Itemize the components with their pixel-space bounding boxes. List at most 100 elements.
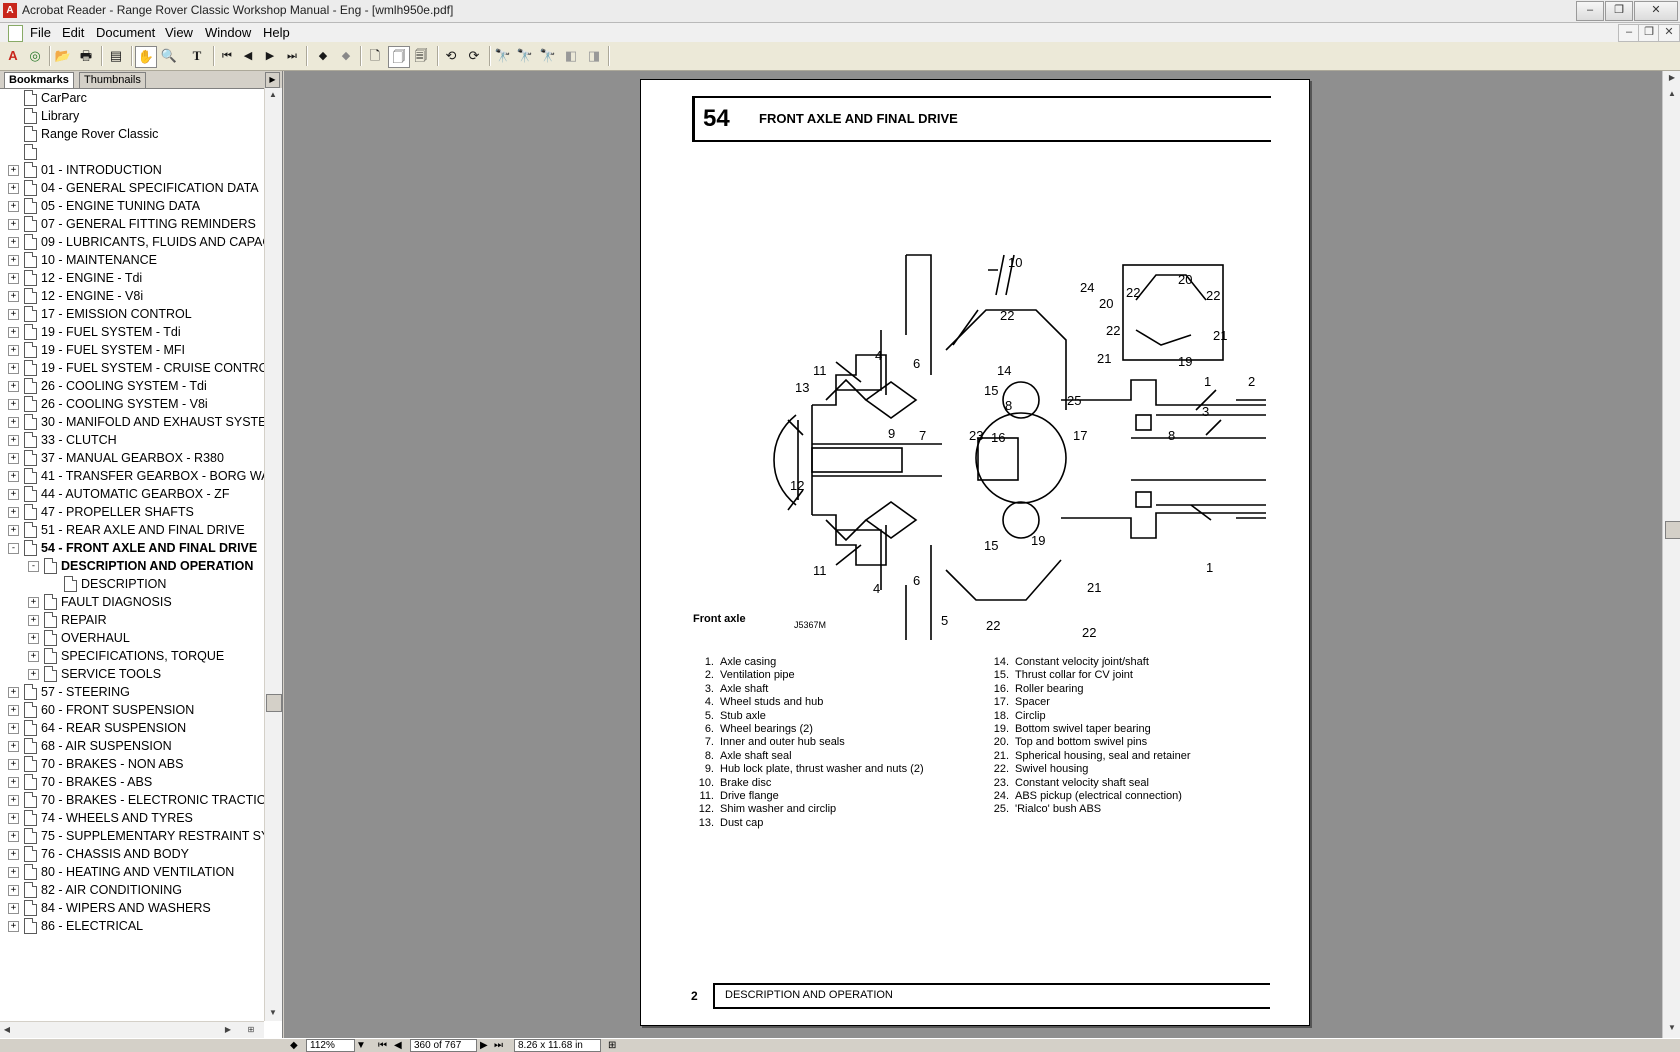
zoom-dropdown-icon[interactable]: ▼ [356,1040,366,1051]
zoom-tool-icon[interactable]: 🔍 [160,48,178,63]
web-icon[interactable]: ◎ [29,48,41,63]
document-icon[interactable] [8,25,23,42]
expand-icon[interactable]: + [8,309,19,320]
menu-file[interactable]: File [30,25,51,40]
actual-size-icon[interactable]: 🗋 [369,48,381,63]
menu-edit[interactable]: Edit [62,25,85,40]
search-icon[interactable]: 🔭 [516,48,534,63]
scroll-left-icon[interactable]: ◀ [3,1025,11,1034]
scroll-down-icon[interactable]: ▼ [269,1008,277,1017]
status-last-page-icon[interactable]: ⏭ [494,1040,503,1051]
menu-document[interactable]: Document [96,25,156,40]
expand-icon[interactable]: + [8,291,19,302]
expand-icon[interactable]: + [8,399,19,410]
expand-icon[interactable]: + [8,219,19,230]
next-page-icon[interactable]: ▶ [265,50,275,62]
expand-icon[interactable]: + [8,777,19,788]
expand-icon[interactable]: + [8,759,19,770]
expand-icon[interactable]: + [8,273,19,284]
expand-icon[interactable]: + [28,597,39,608]
scroll-down-icon[interactable]: ▼ [1668,1023,1676,1032]
doc-minimize-button[interactable]: – [1618,24,1640,42]
expand-icon[interactable]: + [8,813,19,824]
menu-view[interactable]: View [165,25,193,40]
view-mode-icon[interactable]: ◆ [290,1040,298,1051]
expand-icon[interactable]: + [8,507,19,518]
maximize-button[interactable]: ❐ [1605,1,1633,21]
document-scrollbar-thumb[interactable] [1665,521,1680,539]
hand-tool-icon[interactable]: ✋ [135,46,157,68]
bookmarks-vertical-scrollbar[interactable]: ▲ ▼ [264,88,282,1021]
expand-icon[interactable]: + [8,525,19,536]
expand-icon[interactable]: + [8,183,19,194]
expand-icon[interactable]: + [8,903,19,914]
scroll-up-icon[interactable]: ▲ [269,90,277,99]
bookmarks-horizontal-scrollbar[interactable]: ◀ ▶ ⊞ [0,1021,264,1039]
page-layout-icon[interactable]: ⊞ [608,1040,617,1051]
expand-icon[interactable]: + [8,417,19,428]
status-next-page-icon[interactable]: ▶ [480,1040,488,1051]
scrollbar-thumb[interactable] [266,694,282,712]
expand-icon[interactable]: + [8,849,19,860]
acrobat-app-icon[interactable]: A [3,3,17,18]
tab-bookmarks[interactable]: Bookmarks [4,72,74,88]
close-button[interactable]: ✕ [1634,1,1678,21]
doc-restore-button[interactable]: ❐ [1638,24,1660,42]
panel-resize-icon[interactable]: ⊞ [247,1025,255,1034]
print-icon[interactable]: 🖶 [79,48,93,63]
expand-icon[interactable]: + [8,381,19,392]
expand-icon[interactable]: + [28,651,39,662]
expand-icon[interactable]: + [28,633,39,644]
expand-icon[interactable]: + [8,885,19,896]
next-highlight-icon[interactable]: ◨ [587,48,601,63]
expand-icon[interactable]: + [8,471,19,482]
show-hide-navigation-icon[interactable]: ▤ [109,48,123,63]
expand-icon[interactable]: + [8,453,19,464]
expand-icon[interactable]: + [8,435,19,446]
collapse-icon[interactable]: - [28,561,39,572]
expand-icon[interactable]: + [8,237,19,248]
fit-width-icon[interactable]: 🗐 [414,48,428,63]
expand-icon[interactable]: + [8,705,19,716]
collapse-arrow-icon[interactable]: ▶ [1668,73,1676,82]
panel-menu-arrow-icon[interactable]: ▶ [265,72,280,88]
expand-icon[interactable]: + [8,723,19,734]
expand-icon[interactable]: + [28,669,39,680]
fit-page-icon[interactable]: 🗍 [388,46,410,68]
collapse-icon[interactable]: - [8,543,19,554]
expand-icon[interactable]: + [8,741,19,752]
expand-icon[interactable]: + [8,795,19,806]
text-select-icon[interactable]: T [192,48,202,63]
expand-icon[interactable]: + [8,345,19,356]
go-forward-icon[interactable]: ◆ [341,50,351,62]
rotate-right-icon[interactable]: ⟳ [468,48,480,63]
zoom-field[interactable]: 112% [306,1039,355,1052]
expand-icon[interactable]: + [28,615,39,626]
rotate-left-icon[interactable]: ⟲ [445,48,457,63]
expand-icon[interactable]: + [8,489,19,500]
scroll-right-icon[interactable]: ▶ [224,1025,232,1034]
expand-icon[interactable]: + [8,363,19,374]
status-previous-page-icon[interactable]: ◀ [394,1040,402,1051]
acrobat-logo-icon[interactable]: A [8,48,18,63]
expand-icon[interactable]: + [8,255,19,266]
expand-icon[interactable]: + [8,831,19,842]
find-icon[interactable]: 🔭 [494,48,512,63]
expand-icon[interactable]: + [8,921,19,932]
first-page-icon[interactable]: ⏮ [222,50,232,62]
expand-icon[interactable]: + [8,201,19,212]
previous-page-icon[interactable]: ◀ [243,50,253,62]
minimize-button[interactable]: – [1576,1,1604,21]
expand-icon[interactable]: + [8,687,19,698]
menu-window[interactable]: Window [205,25,252,40]
open-icon[interactable]: 📂 [54,48,72,63]
scroll-up-icon[interactable]: ▲ [1668,89,1676,98]
previous-highlight-icon[interactable]: ◧ [564,48,578,63]
last-page-icon[interactable]: ⏭ [287,50,297,62]
go-back-icon[interactable]: ◆ [318,50,328,62]
doc-close-button[interactable]: ✕ [1658,24,1680,42]
expand-icon[interactable]: + [8,867,19,878]
expand-icon[interactable]: + [8,327,19,338]
document-vertical-scrollbar[interactable]: ▶ ▲ ▼ [1662,71,1680,1038]
tab-thumbnails[interactable]: Thumbnails [79,72,146,88]
